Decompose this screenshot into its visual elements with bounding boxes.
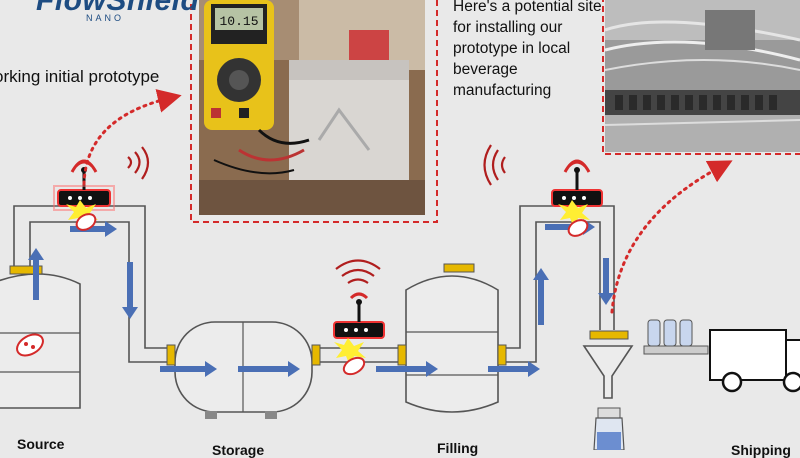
bacteria-icon-source bbox=[16, 333, 44, 357]
signal-waves-left bbox=[127, 146, 150, 180]
logo-title: FlowShield bbox=[36, 0, 200, 17]
shipping-truck bbox=[643, 319, 800, 393]
meter-reading: 10.15 bbox=[219, 14, 258, 29]
label-shipping: Shipping bbox=[731, 442, 791, 458]
sensor-icon-middle bbox=[333, 292, 385, 339]
filling-funnel bbox=[582, 330, 634, 450]
sensor-icon-right bbox=[551, 159, 603, 207]
prototype-photo: 10.15 bbox=[199, 0, 425, 215]
label-filling: Filling bbox=[437, 440, 479, 456]
prototype-caption: orking initial prototype bbox=[0, 67, 160, 86]
bacteria-icon-right bbox=[558, 200, 590, 237]
label-storage: Storage bbox=[212, 442, 265, 458]
callout-arrow-left bbox=[82, 89, 182, 186]
signal-waves-middle bbox=[335, 259, 381, 284]
label-source: Source bbox=[17, 436, 65, 452]
bacteria-icon-middle bbox=[334, 338, 366, 376]
callout-arrow-right bbox=[610, 160, 733, 314]
pipes bbox=[13, 205, 615, 363]
signal-waves-right bbox=[483, 144, 506, 186]
site-photo bbox=[605, 0, 800, 152]
site-caption: Here's a potential site for installing o… bbox=[453, 0, 602, 99]
logo-subtitle: NANO bbox=[86, 13, 125, 23]
prototype-photo-frame bbox=[190, 0, 438, 223]
flow-arrows bbox=[28, 219, 614, 377]
bacteria-icon-left bbox=[66, 200, 98, 231]
filling-tank bbox=[397, 263, 507, 413]
